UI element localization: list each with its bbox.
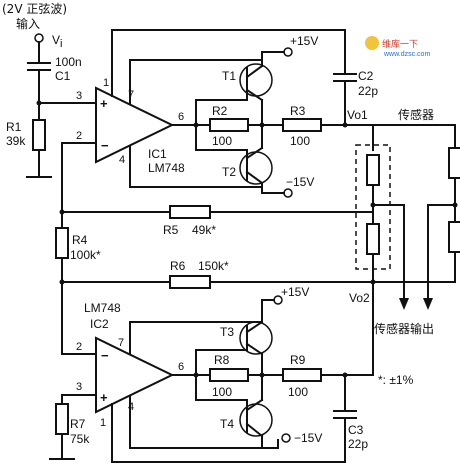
ic1-pin2: 2 <box>76 130 82 142</box>
r9-value: 100 <box>288 385 308 399</box>
watermark-brand: 维库一下 <box>382 38 418 50</box>
ic2-pin3: 3 <box>76 381 82 393</box>
ic1-pos-supply: +15V <box>290 34 318 48</box>
c3-name: C3 <box>348 423 364 437</box>
r6-name: R6 <box>170 259 186 273</box>
input-terminal <box>34 33 44 43</box>
sensor-element-top <box>366 154 380 186</box>
ic1-opamp <box>95 86 175 164</box>
ic2-pin4: 4 <box>128 401 134 413</box>
vo1-label: Vo1 <box>347 108 368 122</box>
r5-resistor <box>169 205 211 219</box>
sensor-output-arrow-right <box>423 298 433 310</box>
r8-value: 100 <box>212 385 232 399</box>
r9-name: R9 <box>290 353 306 367</box>
r1-value: 39k <box>6 134 26 148</box>
ic2-neg-supply-terminal <box>281 433 291 443</box>
ic2-pin1: 1 <box>100 417 106 429</box>
r4-resistor <box>55 227 69 259</box>
watermark-logo: 维库一下 www.dzsc.com <box>365 36 430 58</box>
ic1-neg-supply: −15V <box>286 175 314 189</box>
c3-value: 22p <box>348 437 368 451</box>
r2-value: 100 <box>212 134 232 148</box>
r2-name: R2 <box>212 104 228 118</box>
r5-name: R5 <box>163 223 179 237</box>
ic2-opamp <box>95 336 175 414</box>
r6-value: 150k* <box>198 259 229 273</box>
t3-transistor <box>239 321 273 355</box>
sensor-label: 传感器 <box>398 107 434 122</box>
ic2-part: LM748 <box>84 301 121 315</box>
input-symbol: V <box>52 33 60 47</box>
input-waveform-label: (2V 正弦波) <box>2 1 67 16</box>
r7-resistor <box>55 403 69 435</box>
c1-name: C1 <box>55 69 71 83</box>
sensor-output-arrow-left <box>399 298 409 310</box>
ic2-pin6: 6 <box>178 361 184 373</box>
ic2-pin7: 7 <box>118 337 124 349</box>
ic1-part: LM748 <box>148 161 185 175</box>
t3-name: T3 <box>220 325 234 339</box>
ic1-pin6: 6 <box>178 111 184 123</box>
r8-resistor <box>209 368 249 382</box>
ic2-pos-supply: +15V <box>281 285 309 299</box>
input-symbol-subscript: i <box>60 38 62 50</box>
ic1-pin4: 4 <box>119 154 125 166</box>
bridge-resistor-top <box>448 147 460 179</box>
r3-resistor <box>282 118 322 132</box>
r5-value: 49k* <box>192 223 216 237</box>
t1-name: T1 <box>222 69 236 83</box>
input-label: 输入 <box>16 16 40 31</box>
sensor-output-label: 传感器输出 <box>374 321 434 336</box>
c2-name: C2 <box>358 69 374 83</box>
bridge-resistor-bottom <box>448 221 460 253</box>
r9-resistor <box>282 368 322 382</box>
r7-name: R7 <box>70 417 86 431</box>
ic1-pin3: 3 <box>76 90 82 102</box>
ic1-plus-sign: + <box>100 96 108 111</box>
ic2-pin2: 2 <box>76 341 82 353</box>
r7-value: 75k <box>70 432 90 446</box>
r8-name: R8 <box>214 353 230 367</box>
ic1-pos-supply-terminal <box>283 47 293 57</box>
r3-value: 100 <box>290 134 310 148</box>
r3-name: R3 <box>290 104 306 118</box>
ic1-pin7: 7 <box>128 89 134 101</box>
t4-name: T4 <box>220 417 234 431</box>
watermark-url: www.dzsc.com <box>383 51 430 58</box>
ic1-minus-sign: − <box>101 138 109 153</box>
c1-value: 100n <box>55 55 82 69</box>
r6-resistor <box>169 275 211 289</box>
ic2-neg-supply: −15V <box>294 431 322 445</box>
t1-transistor <box>239 63 273 97</box>
ic2-minus-sign: − <box>101 348 109 363</box>
tolerance-note: *: ±1% <box>378 373 414 387</box>
ic1-name: IC1 <box>148 147 167 161</box>
vo2-label: Vo2 <box>349 291 370 305</box>
r1-name: R1 <box>6 120 22 134</box>
r2-resistor <box>209 118 249 132</box>
ic2-pos-supply-terminal <box>273 295 283 305</box>
sensor-element-bottom <box>366 223 380 255</box>
t2-name: T2 <box>222 165 236 179</box>
ic2-plus-sign: + <box>100 390 108 405</box>
r4-name: R4 <box>72 233 88 247</box>
watermark-icon <box>365 36 379 50</box>
r4-value: 100k* <box>70 248 101 262</box>
ic1-pin1: 1 <box>103 77 109 89</box>
ic2-name: IC2 <box>90 317 109 331</box>
c2-value: 22p <box>358 84 378 98</box>
ic1-neg-supply-terminal <box>283 188 293 198</box>
r1-resistor <box>32 119 46 151</box>
